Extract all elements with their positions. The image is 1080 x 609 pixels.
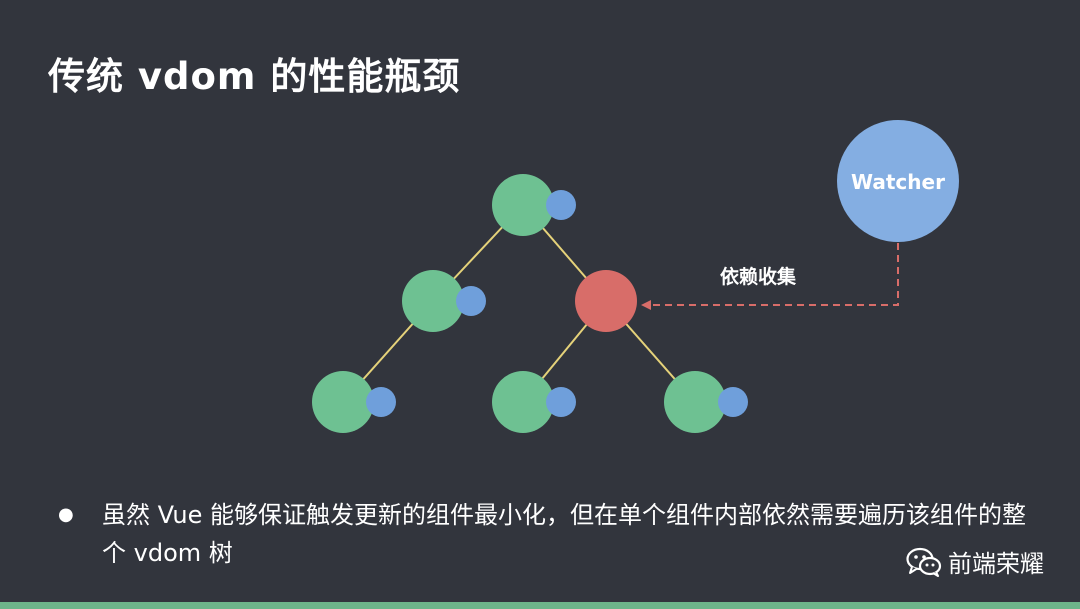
node-leaf-1 — [312, 371, 374, 433]
dependency-label: 依赖收集 — [720, 265, 797, 288]
watcher-label: Watcher — [851, 170, 945, 194]
node-leaf-2 — [492, 371, 554, 433]
node-changed — [575, 270, 637, 332]
node-leaf-3 — [664, 371, 726, 433]
watermark-text: 前端荣耀 — [948, 550, 1044, 578]
bottom-accent-bar — [0, 602, 1080, 609]
node-left — [402, 270, 464, 332]
wechat-icon — [906, 547, 942, 577]
node-root — [492, 174, 554, 236]
node-root-badge — [546, 190, 576, 220]
bullet-item: ● 虽然 Vue 能够保证触发更新的组件最小化，但在单个组件内部依然需要遍历该组… — [58, 496, 1048, 572]
watcher-node — [837, 120, 959, 242]
bullet-text: 虽然 Vue 能够保证触发更新的组件最小化，但在单个组件内部依然需要遍历该组件的… — [102, 501, 1027, 567]
node-leaf-2-badge — [546, 387, 576, 417]
node-leaf-3-badge — [718, 387, 748, 417]
slide-title: 传统 vdom 的性能瓶颈 — [48, 55, 461, 98]
bullet-dot: ● — [58, 504, 74, 525]
tree-nodes — [312, 174, 748, 433]
node-leaf-1-badge — [366, 387, 396, 417]
node-left-badge — [456, 286, 486, 316]
watermark: 前端荣耀 — [906, 544, 1044, 579]
dependency-arrow — [641, 243, 899, 310]
